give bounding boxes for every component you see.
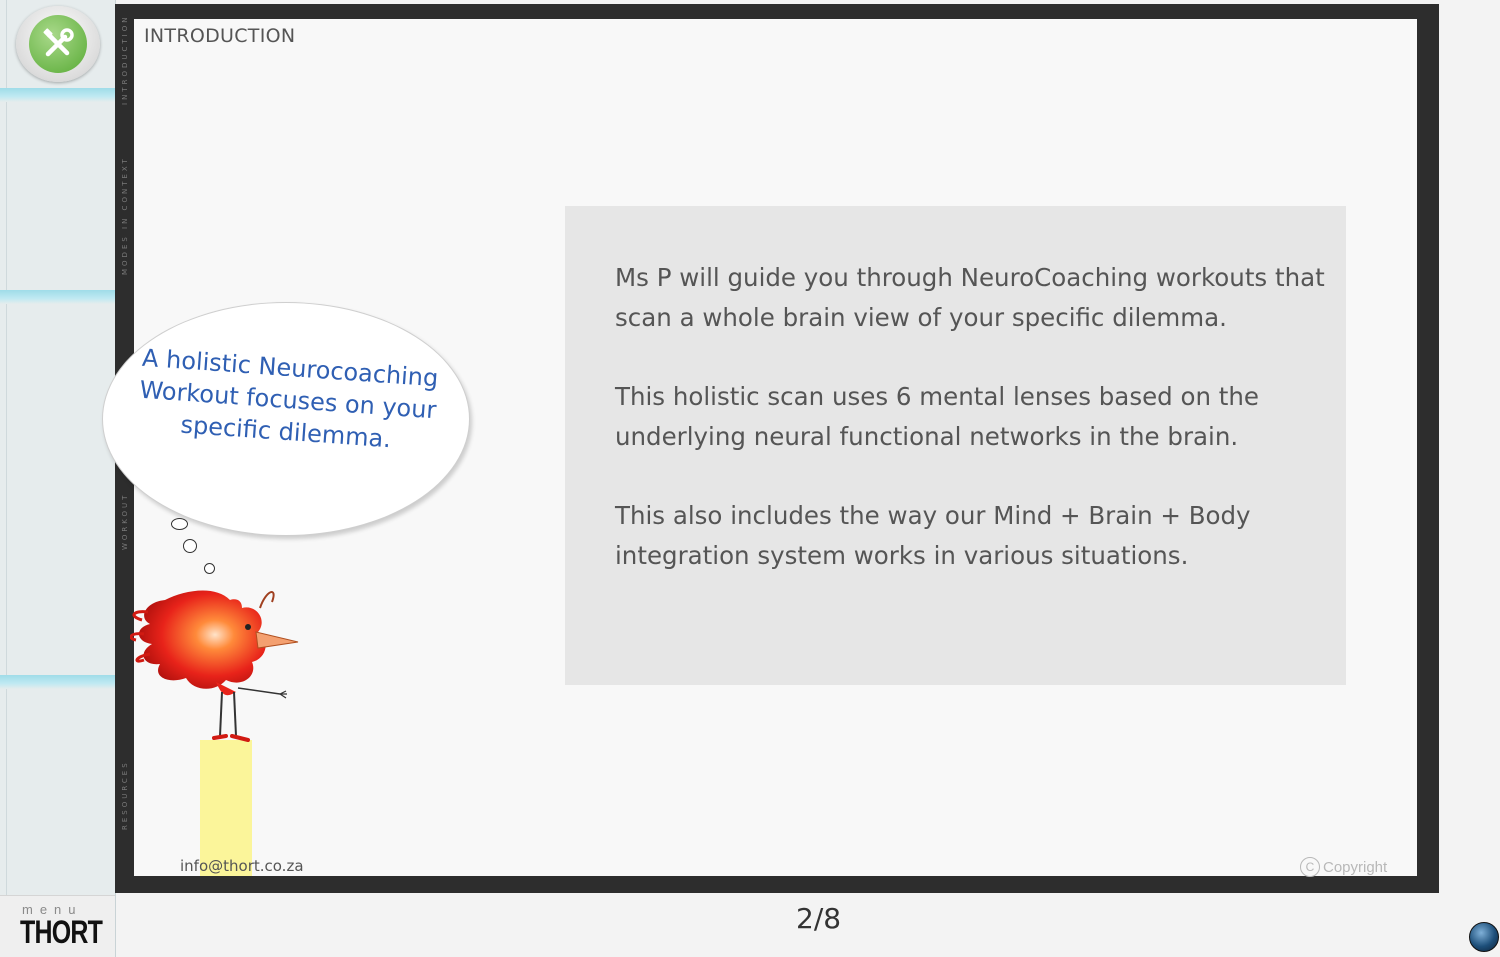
pedestal	[200, 740, 252, 876]
side-tab-workout[interactable]: WORKOUT	[121, 492, 129, 550]
copyright-link[interactable]: C Copyright	[1300, 857, 1387, 877]
sidebar-tab-introduction[interactable]	[0, 88, 115, 102]
menu-label: menu	[22, 902, 83, 917]
side-tab-modes-in-context[interactable]: MODES IN CONTEXT	[121, 156, 129, 275]
copyright-icon: C	[1300, 857, 1320, 877]
thought-dot	[204, 563, 215, 574]
sidebar-divider	[6, 0, 7, 895]
paragraph-3: This also includes the way our Mind + Br…	[615, 501, 1259, 570]
ms-p-character-illustration	[130, 590, 299, 742]
thought-dot	[183, 539, 197, 553]
right-margin	[1439, 0, 1500, 895]
side-tab-introduction[interactable]: INTRODUCTION	[121, 14, 129, 105]
section-title: INTRODUCTION	[144, 25, 296, 47]
menu-button[interactable]: menu THORT	[0, 895, 115, 957]
paragraph-1: Ms P will guide you through NeuroCoachin…	[615, 263, 1325, 332]
tools-icon	[29, 15, 87, 73]
paragraph-2: This holistic scan uses 6 mental lenses …	[615, 382, 1260, 451]
thought-dot	[171, 518, 188, 530]
tools-button[interactable]	[16, 6, 100, 82]
page-indicator: 2/8	[796, 902, 842, 935]
sidebar: menu THORT	[0, 0, 116, 957]
intro-text-box: Ms P will guide you through NeuroCoachin…	[565, 206, 1346, 685]
side-tab-resources[interactable]: RESOURCES	[121, 760, 129, 830]
sidebar-tab-modes-in-context[interactable]	[0, 290, 115, 304]
corner-orb-button[interactable]	[1469, 922, 1499, 952]
thought-bubble	[102, 302, 470, 536]
thort-logo: THORT	[20, 914, 103, 950]
sidebar-tab-workout[interactable]	[0, 675, 115, 689]
contact-email[interactable]: info@thort.co.za	[180, 857, 304, 875]
copyright-label: Copyright	[1323, 858, 1388, 876]
